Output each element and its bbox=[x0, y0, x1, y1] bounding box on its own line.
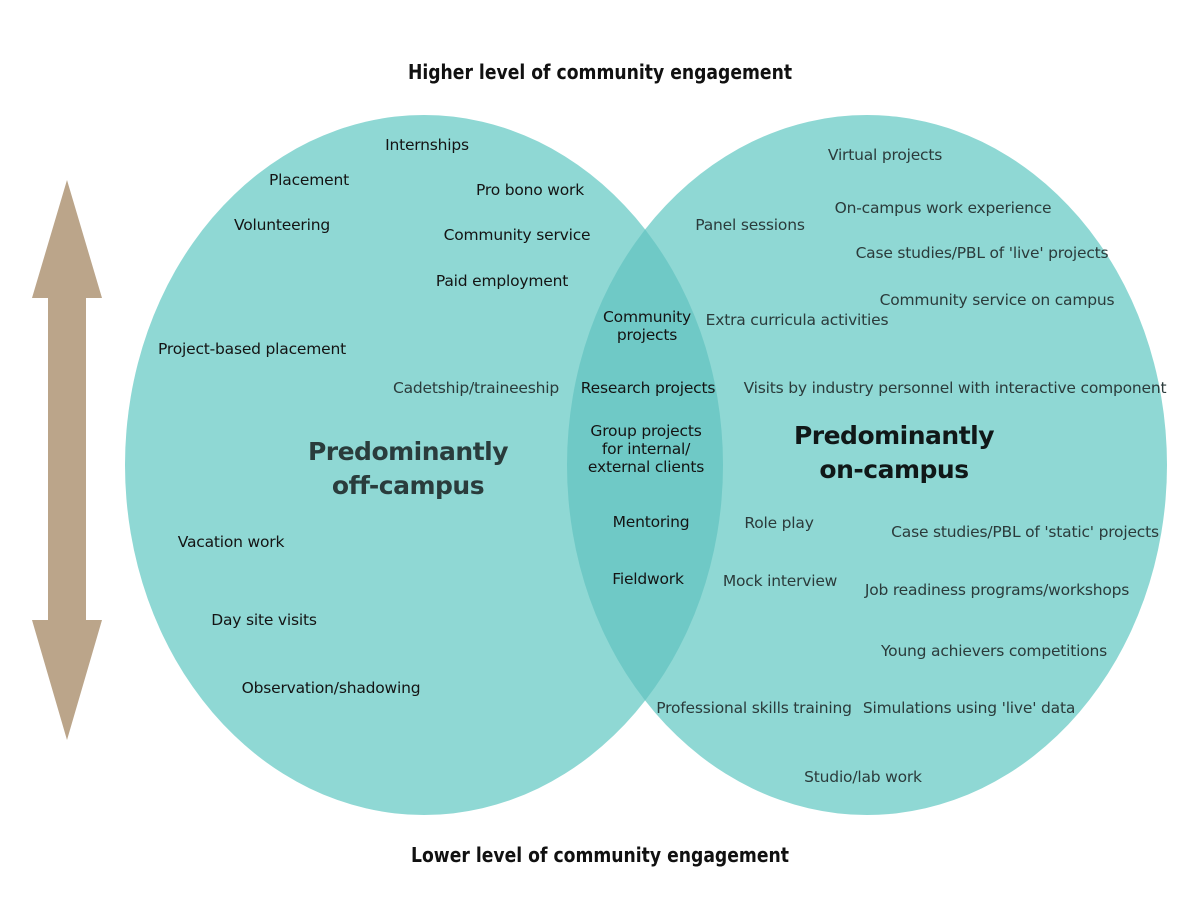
item-case-studies-static: Case studies/PBL of 'static' projects bbox=[891, 523, 1159, 541]
left-title-line2: off-campus bbox=[331, 471, 485, 500]
item-mock-interview: Mock interview bbox=[722, 572, 838, 590]
item-mentoring: Mentoring bbox=[612, 513, 690, 531]
item-virtual-projects: Virtual projects bbox=[827, 146, 943, 164]
left-title-line1: Predominantly bbox=[307, 437, 509, 466]
item-placement: Placement bbox=[269, 171, 349, 189]
item-fieldwork: Fieldwork bbox=[612, 570, 684, 588]
item-role-play: Role play bbox=[744, 514, 814, 532]
item-simulations: Simulations using 'live' data bbox=[862, 699, 1076, 717]
item-research-projects: Research projects bbox=[580, 379, 716, 397]
item-professional-skills: Professional skills training bbox=[656, 699, 852, 717]
item-cadetship: Cadetship/traineeship bbox=[392, 379, 560, 397]
item-observation: Observation/shadowing bbox=[241, 679, 421, 697]
bottom-axis-label: Lower level of community engagement bbox=[411, 843, 789, 867]
item-community-service-campus: Community service on campus bbox=[879, 291, 1115, 309]
item-community-service: Community service bbox=[443, 226, 591, 244]
item-industry-visits: Visits by industry personnel with intera… bbox=[743, 379, 1167, 397]
right-title-line2: on-campus bbox=[819, 455, 969, 484]
double-arrow-icon bbox=[32, 180, 102, 740]
item-group-projects: Group projects for internal/ external cl… bbox=[587, 422, 705, 476]
item-internships: Internships bbox=[385, 136, 469, 154]
item-volunteering: Volunteering bbox=[234, 216, 330, 234]
item-day-site-visits: Day site visits bbox=[211, 611, 317, 629]
top-axis-label: Higher level of community engagement bbox=[407, 60, 793, 84]
item-studio-lab: Studio/lab work bbox=[804, 768, 922, 786]
item-panel-sessions: Panel sessions bbox=[695, 216, 805, 234]
right-region-title: Predominantly on-campus bbox=[793, 419, 995, 487]
item-paid-employment: Paid employment bbox=[435, 272, 569, 290]
item-vacation-work: Vacation work bbox=[177, 533, 285, 551]
right-title-line1: Predominantly bbox=[793, 421, 995, 450]
right-circle bbox=[567, 115, 1167, 815]
item-case-studies-live: Case studies/PBL of 'live' projects bbox=[855, 244, 1109, 262]
item-pro-bono: Pro bono work bbox=[476, 181, 584, 199]
left-region-title: Predominantly off-campus bbox=[307, 435, 509, 503]
item-young-achievers: Young achievers competitions bbox=[880, 642, 1108, 660]
item-project-placement: Project-based placement bbox=[158, 340, 346, 358]
item-extra-curricula: Extra curricula activities bbox=[705, 311, 889, 329]
left-circle bbox=[125, 115, 723, 815]
item-on-campus-work: On-campus work experience bbox=[834, 199, 1052, 217]
item-job-readiness: Job readiness programs/workshops bbox=[864, 581, 1130, 599]
item-community-projects: Community projects bbox=[603, 308, 691, 344]
